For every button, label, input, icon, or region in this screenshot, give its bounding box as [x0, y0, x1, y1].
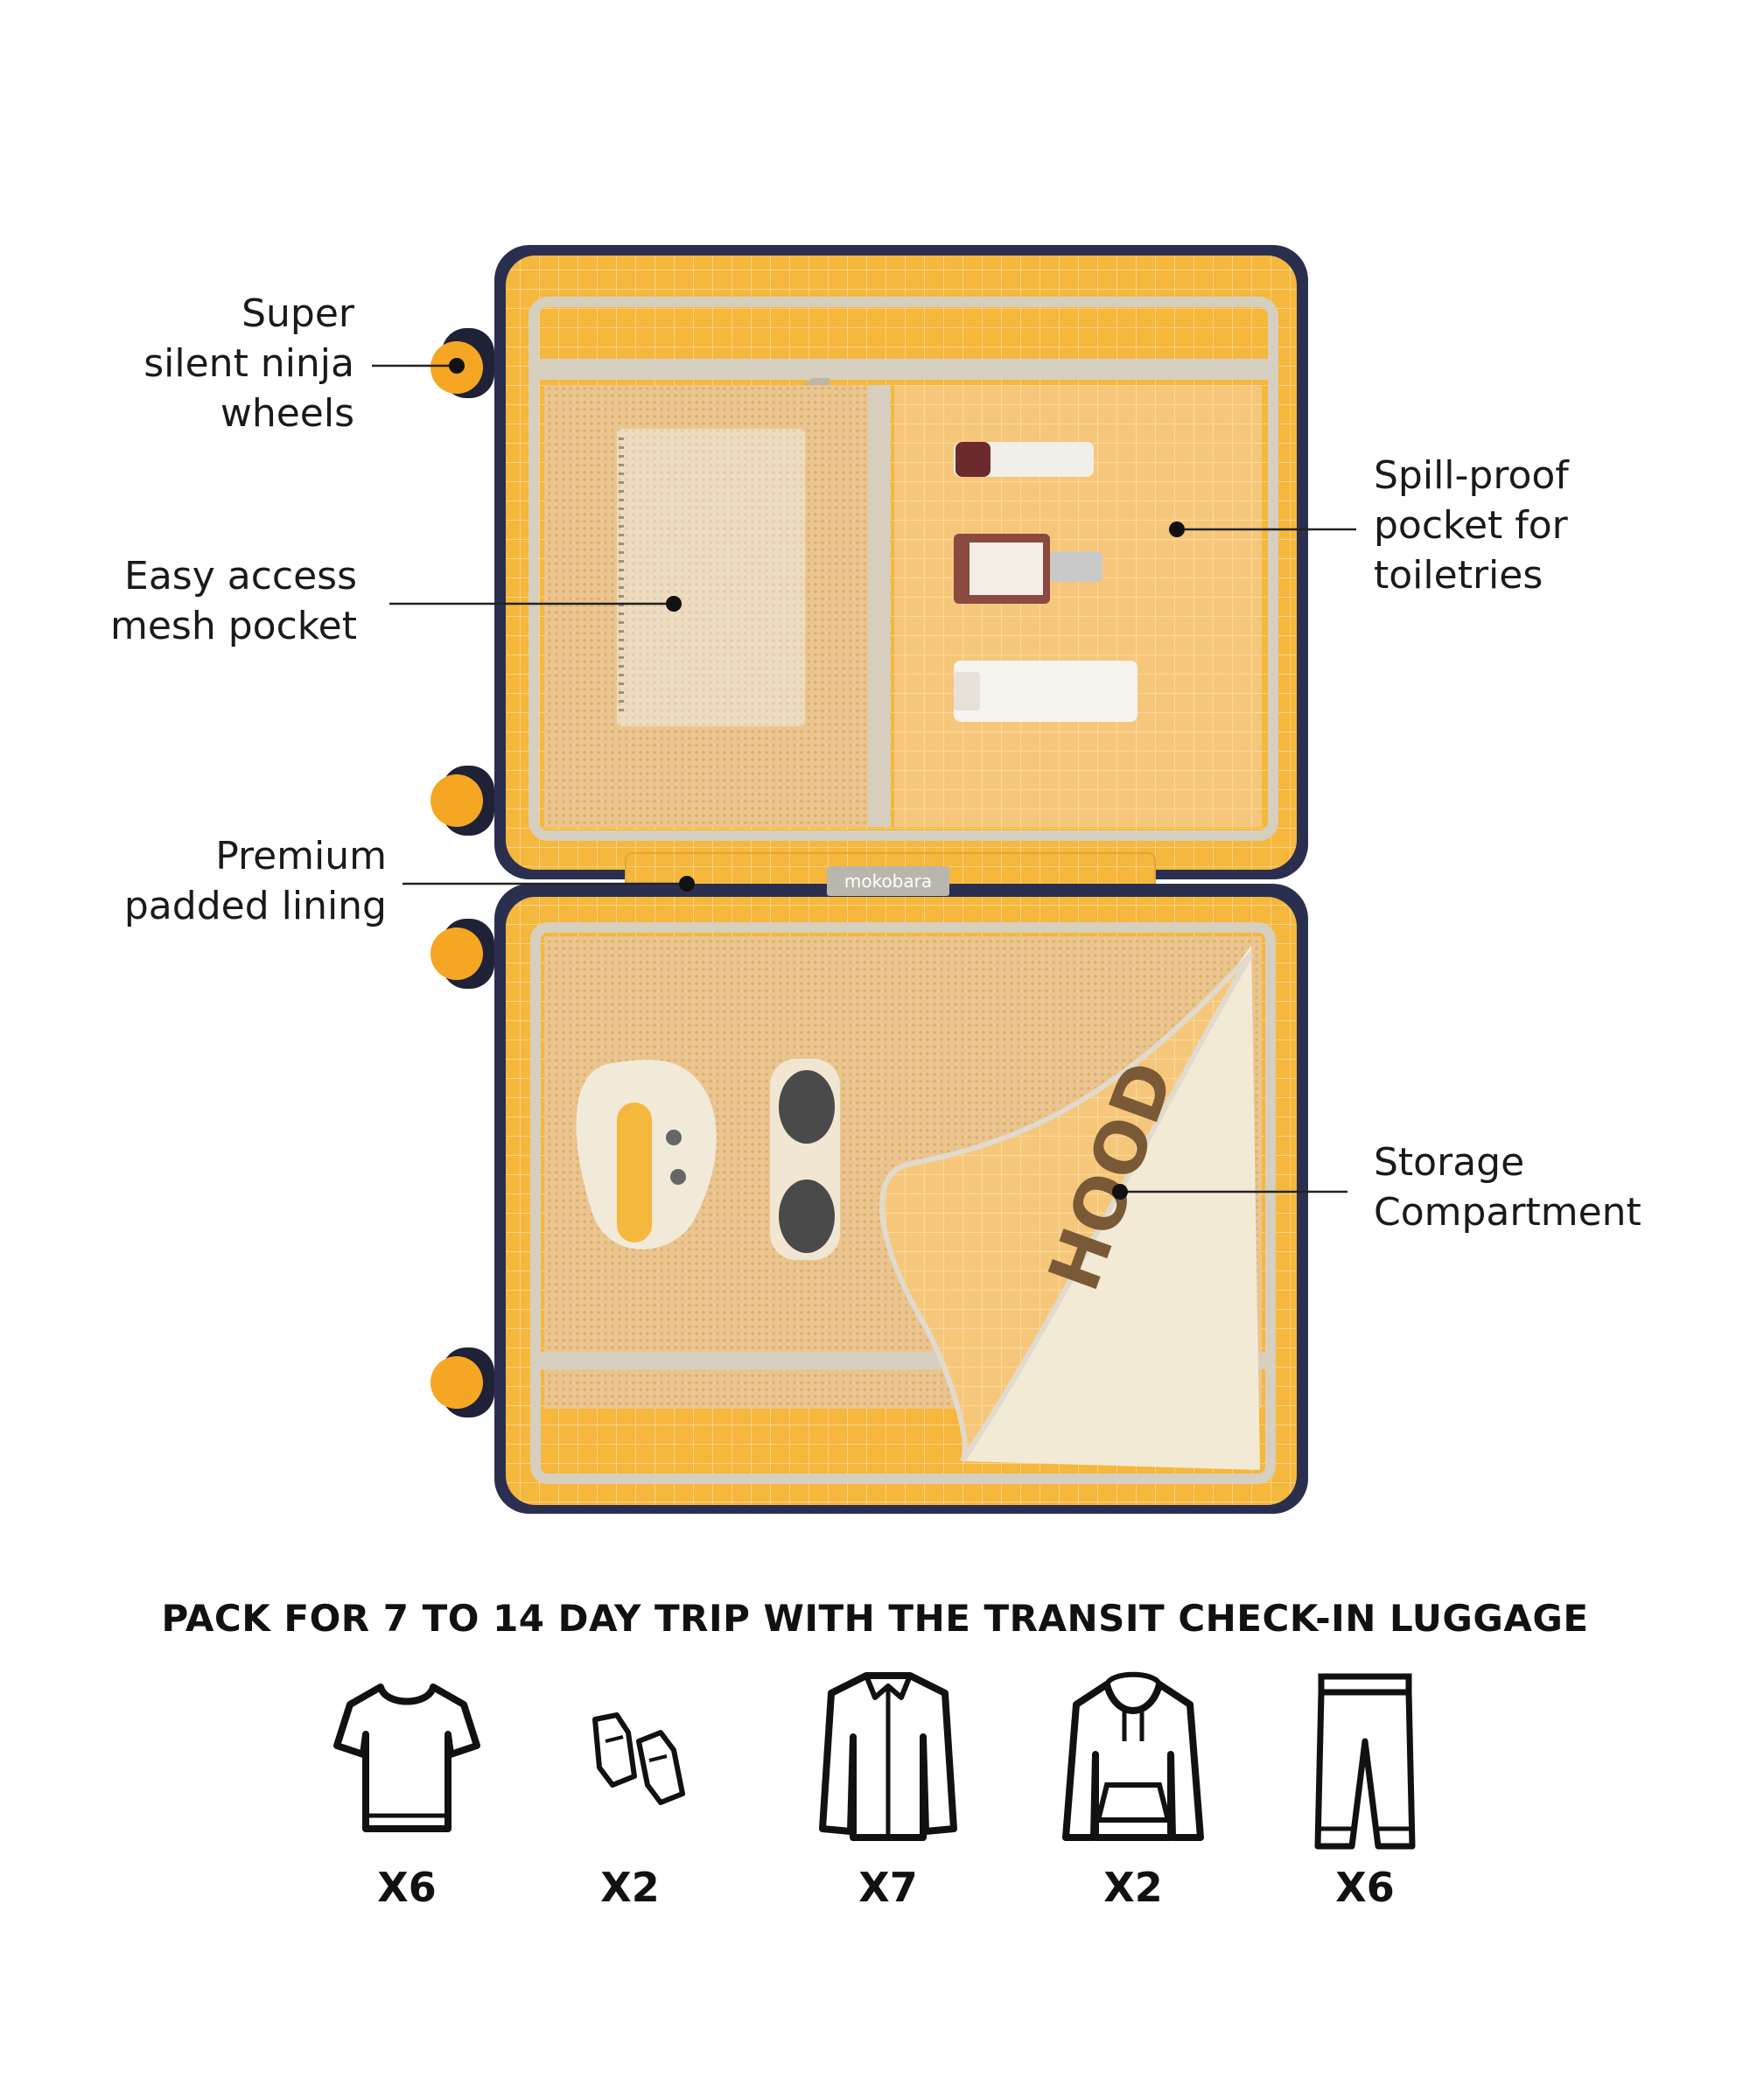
- trousers-icon: [1314, 1673, 1416, 1850]
- wheel: [430, 1348, 494, 1418]
- pack-title: PACK FOR 7 TO 14 DAY TRIP WITH THE TRANS…: [161, 1597, 1589, 1640]
- brand-label: mokobara: [827, 866, 949, 896]
- eye-mask: [576, 1060, 717, 1250]
- callout-mesh-pocket: Easy access mesh pocket: [109, 554, 357, 648]
- callout-wheels: Super silent ninja wheels: [144, 291, 354, 436]
- item-count: X7: [858, 1864, 918, 1911]
- callout-lining: Premium padded lining: [123, 834, 387, 928]
- sunglasses: [770, 1059, 840, 1260]
- notebook: [617, 429, 805, 726]
- item-count: X2: [600, 1864, 660, 1911]
- hoodie-icon: [1062, 1671, 1204, 1841]
- sneakers-icon: [592, 1712, 685, 1805]
- tshirt-icon: [333, 1684, 480, 1832]
- wheel: [430, 766, 494, 836]
- item-count: X6: [1335, 1864, 1395, 1911]
- toiletry-bottles: [954, 442, 1138, 722]
- callout-storage: Storage Compartment: [1374, 1140, 1642, 1235]
- shirt-icon: [819, 1672, 957, 1841]
- item-count: X6: [377, 1864, 437, 1911]
- callout-spill-proof: Spill-proof pocket for toiletries: [1374, 453, 1569, 598]
- wheel: [430, 919, 494, 989]
- storage-compartment-flap: HOOD: [878, 945, 1260, 1470]
- item-count: X2: [1103, 1864, 1163, 1911]
